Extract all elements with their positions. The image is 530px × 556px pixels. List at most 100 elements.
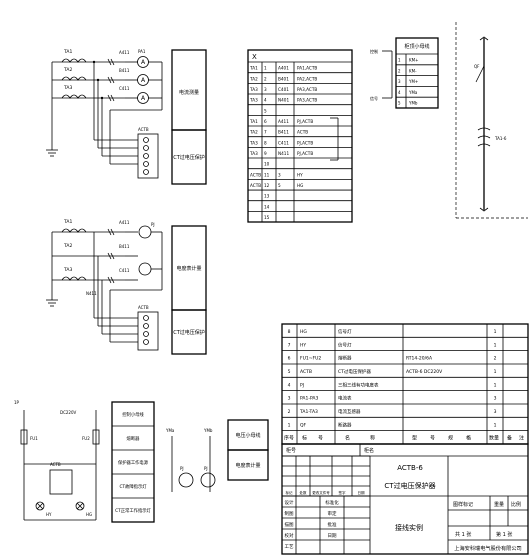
parts-header-cell: 标 [302, 435, 307, 442]
ctrl-label-fu1: FU1 [30, 436, 38, 441]
box-ct-protect-1-label: CT过电压保护 [173, 154, 205, 161]
part-spec: ACTB-6 DC220V [406, 369, 443, 375]
vbus-label-a: YMa [165, 428, 175, 433]
terminal-wire: 5 [278, 183, 281, 188]
control-legend-item: 保护器工作电源 [118, 459, 149, 466]
terminal-left: TA1 [249, 119, 258, 124]
revision-header: 日期 [358, 490, 366, 495]
phase-label-e1: A411 [119, 220, 130, 225]
svg-text:A: A [141, 77, 146, 84]
ctrl-label-1p: 1P [14, 400, 20, 405]
meter-label: PA1 [138, 49, 146, 54]
vbus-label-pj1: PJ [180, 466, 184, 471]
part-qty: 1 [494, 382, 497, 388]
part-name: 三相三线有功电度表 [338, 381, 379, 388]
phase-label-e2: B411 [119, 244, 130, 249]
svg-text:A: A [141, 95, 146, 102]
terminal-wire: N401 [278, 98, 289, 103]
ctrl-label-hg: HG [86, 512, 92, 517]
circuit-energy-metering: TA1 TA2 TA3 A411 B411 C411 PJ N411 ACTB [46, 219, 207, 355]
part-qty: 1 [494, 369, 497, 375]
bus-label: KM- [409, 68, 417, 73]
qf-label: QF [474, 64, 480, 69]
terminal-wire: N411 [278, 151, 289, 156]
terminal-dest: HY [297, 172, 303, 177]
revision-header: 更改文件号 [312, 490, 330, 495]
ta-label-1: TA1 [63, 49, 72, 55]
part-code: PA1-PA3 [300, 396, 318, 402]
bus-label: KM+ [409, 58, 418, 63]
box-energy-meter-label: 电度表计量 [176, 265, 201, 272]
primary-circuit: QF TA1-6 [455, 22, 528, 219]
lamp-hg [75, 501, 85, 511]
tb-scale: 比例 [511, 501, 521, 508]
role-right: 批准 [328, 521, 337, 528]
terminal-left: TA3 [249, 87, 258, 92]
ta-label-3: TA3 [63, 85, 72, 91]
control-legend-item: 控制小母线 [122, 411, 144, 418]
terminal-num: 2 [264, 76, 267, 81]
terminal-left: TA2 [249, 130, 258, 135]
part-name: 熔断器 [338, 355, 352, 362]
control-legend-box [111, 401, 155, 523]
terminal-dest: PJ,ACTB [297, 140, 313, 145]
bus-label: YMa [408, 90, 418, 95]
actb-device-2 [137, 311, 159, 351]
terminal-left: TA3 [249, 151, 258, 156]
vbus-label-pj2: PJ [204, 466, 208, 471]
terminal-num: 4 [264, 98, 267, 103]
terminal-wire: A411 [278, 119, 289, 124]
bus-num: 4 [398, 90, 401, 95]
terminal-wire: C411 [278, 140, 289, 145]
tb-weight: 重量 [494, 501, 504, 508]
meter-label-e: PJ [151, 222, 155, 227]
part-spec: RT14-20/6A [406, 356, 433, 362]
voltage-bus-circuit: YMa YMb PJ PJ 电压小母线 电度表计量 [165, 419, 269, 492]
box-current-measure-label: 电流测量 [179, 89, 199, 96]
role-left: 描图 [285, 521, 294, 528]
role-right: 日期 [328, 533, 337, 539]
part-no: 4 [288, 382, 291, 388]
control-circuit: 1P DC220V FU1 FU2 ACTB HY HG 控制小母线熔断器保护器… [14, 400, 155, 523]
terminal-num: 14 [264, 204, 270, 209]
ta-label-e3: TA3 [63, 267, 72, 273]
ctrl-label-dc: DC220V [60, 410, 77, 415]
terminal-dest: PA1,ACTB [297, 66, 317, 71]
ctrl-label-fu2: FU2 [82, 436, 90, 441]
bus-left-top: 控制 [370, 48, 378, 54]
phase-label-2: B411 [119, 68, 130, 73]
lamp-hy [35, 501, 45, 511]
terminal-wire: B411 [278, 130, 289, 135]
energy-meter-2 [138, 262, 152, 276]
bus-title: 柜顶小母线 [404, 43, 429, 50]
control-legend-item: CT故障指示灯 [119, 483, 147, 490]
ctrl-label-hy: HY [46, 512, 52, 517]
terminal-num: 11 [264, 172, 270, 177]
tb-sheet-no: 第 1 张 [496, 531, 512, 538]
box-energy-meter-2-label: 电度表计量 [235, 462, 260, 469]
fuse-fu2 [92, 429, 100, 445]
ta-label-2: TA2 [63, 67, 72, 73]
part-no: 5 [288, 369, 291, 375]
terminal-num: 5 [264, 108, 267, 113]
bus-num: 2 [398, 68, 401, 73]
part-code: HG [300, 329, 307, 335]
ground-label-e: N411 [86, 291, 97, 296]
part-code: ACTB [300, 369, 312, 375]
tb-company: 上海安科瑞电气股份有限公司 [454, 544, 521, 552]
actb-ctrl [49, 469, 73, 495]
tb-sheet-total: 共 1 张 [455, 531, 471, 538]
terminal-num: 7 [264, 130, 267, 135]
parts-header-cell: 号 [318, 436, 323, 442]
parts-header-cell: 格 [466, 435, 471, 442]
phase-label-e3: C411 [119, 268, 130, 273]
part-name: 断路器 [338, 421, 352, 428]
fuse-fu1 [20, 429, 28, 445]
part-qty: 1 [494, 342, 497, 348]
part-name: 信号灯 [338, 341, 352, 348]
